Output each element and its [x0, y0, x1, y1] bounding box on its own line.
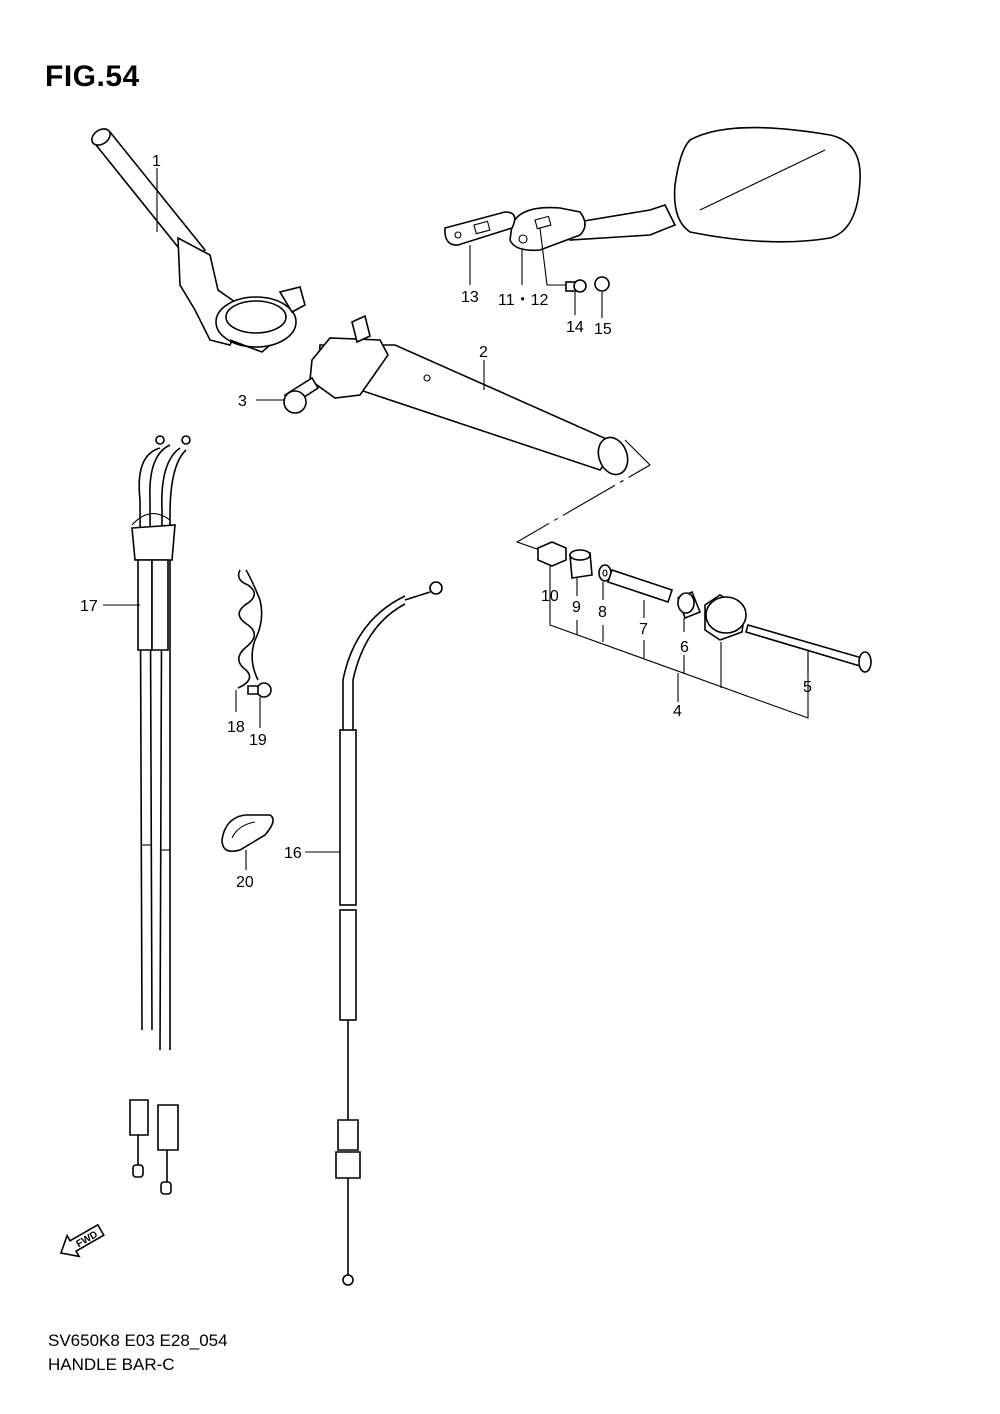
- part-2-right-handlebar: [309, 314, 629, 476]
- callout-6: 6: [680, 639, 689, 656]
- callout-3: 3: [238, 393, 247, 410]
- part-17-throttle-cables: [129, 435, 191, 1195]
- figure-name: HANDLE BAR-C: [48, 1355, 175, 1374]
- fwd-label: FWD: [75, 1229, 100, 1250]
- part-1-left-handlebar: [91, 128, 306, 353]
- callout-4: 4: [673, 703, 682, 720]
- part-6-spacer: [676, 590, 702, 620]
- fwd-arrow-icon: FWD: [59, 1223, 105, 1258]
- part-20-cable-clamp: [221, 814, 274, 853]
- callout-2: 2: [479, 344, 488, 361]
- callout-19: 19: [249, 732, 267, 749]
- part-16-clutch-cable: [335, 581, 443, 1286]
- part-4-balancer-weight: [704, 594, 747, 641]
- callout-labels: 1 2 3 4 5 6 7 8 9 10 11・12 13 14 15 16 1…: [80, 153, 812, 891]
- part-10-nut: [537, 541, 567, 567]
- assembly-bracket-4: [549, 585, 809, 719]
- part-15-cap: [594, 276, 610, 292]
- part-9-collar: [569, 549, 593, 579]
- callout-15: 15: [594, 321, 612, 338]
- figure-model-code: SV650K8 E03 E28_054: [48, 1331, 228, 1350]
- callout-11-12: 11・12: [498, 292, 549, 309]
- callout-9: 9: [572, 599, 581, 616]
- part-11-12-mirror: [509, 126, 861, 252]
- part-3-bolt: [283, 376, 320, 414]
- callout-8: 8: [598, 604, 607, 621]
- callout-16: 16: [284, 845, 302, 862]
- callout-7: 7: [639, 621, 648, 638]
- callout-20: 20: [236, 874, 254, 891]
- figure-title: FIG.54: [45, 60, 140, 93]
- callout-10: 10: [541, 588, 559, 605]
- part-13-mirror-plate: [444, 211, 516, 246]
- part-14-screw: [565, 279, 587, 293]
- callout-1: 1: [152, 153, 161, 170]
- callout-14: 14: [566, 319, 584, 336]
- part-19-small-bolt: [247, 682, 272, 698]
- callout-18: 18: [227, 719, 245, 736]
- part-7-shaft: [606, 568, 674, 604]
- callout-5: 5: [803, 679, 812, 696]
- callout-13: 13: [461, 289, 479, 306]
- callout-17: 17: [80, 598, 98, 615]
- part-5-long-screw: [745, 624, 872, 673]
- part-18-spring-clip: [237, 569, 263, 689]
- leader-lines: [103, 168, 809, 870]
- part-8-washer: [598, 564, 612, 582]
